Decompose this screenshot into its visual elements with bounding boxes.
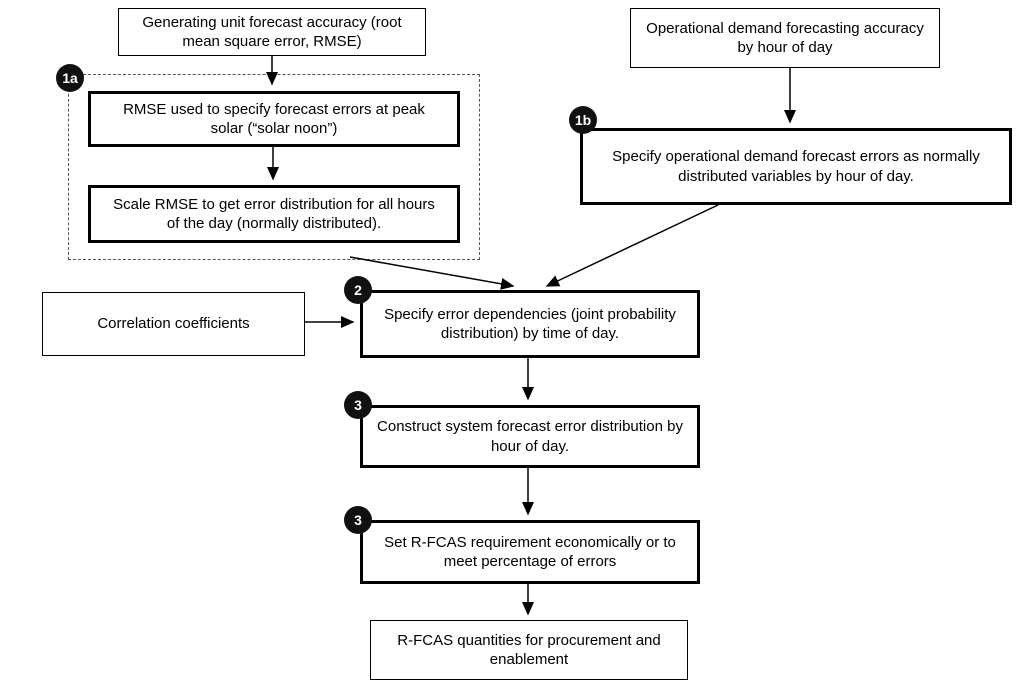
node-operational-demand-accuracy: Operational demand forecasting accuracy … bbox=[630, 8, 940, 68]
step-badge-3b: 3 bbox=[344, 506, 372, 534]
step-badge-1a: 1a bbox=[56, 64, 84, 92]
node-rmse-peak-solar: RMSE used to specify forecast errors at … bbox=[88, 91, 460, 147]
node-label: Correlation coefficients bbox=[97, 315, 250, 333]
node-label: Construct system forecast error distribu… bbox=[377, 418, 683, 455]
step-badge-2: 2 bbox=[344, 276, 372, 304]
node-scale-rmse: Scale RMSE to get error distribution for… bbox=[88, 185, 460, 243]
step-badge-1b: 1b bbox=[569, 106, 597, 134]
node-label: Scale RMSE to get error distribution for… bbox=[113, 195, 435, 233]
node-construct-system-error: Construct system forecast error distribu… bbox=[360, 405, 700, 468]
arrow-scale-to-dependencies bbox=[349, 256, 515, 290]
arrow-specifyerrors-to-dependencies bbox=[545, 204, 719, 287]
node-label: Set R-FCAS requirement economically or t… bbox=[384, 533, 676, 571]
node-label: Generating unit forecast accuracy (root … bbox=[142, 13, 402, 51]
node-specify-error-dependencies: Specify error dependencies (joint probab… bbox=[360, 290, 700, 358]
node-label: RMSE used to specify forecast errors at … bbox=[123, 100, 425, 138]
node-label: R-FCAS quantities for procurement and en… bbox=[397, 631, 661, 669]
node-label: Specify error dependencies (joint probab… bbox=[384, 305, 676, 343]
node-label: Specify operational demand forecast erro… bbox=[612, 148, 980, 185]
node-generating-unit-forecast-accuracy: Generating unit forecast accuracy (root … bbox=[118, 8, 426, 56]
step-badge-3a: 3 bbox=[344, 391, 372, 419]
node-rfcas-quantities: R-FCAS quantities for procurement and en… bbox=[370, 620, 688, 680]
node-specify-op-demand-errors: Specify operational demand forecast erro… bbox=[580, 128, 1012, 205]
node-set-rfcas-requirement: Set R-FCAS requirement economically or t… bbox=[360, 520, 700, 584]
node-correlation-coefficients: Correlation coefficients bbox=[42, 292, 305, 356]
node-label: Operational demand forecasting accuracy … bbox=[646, 19, 924, 57]
